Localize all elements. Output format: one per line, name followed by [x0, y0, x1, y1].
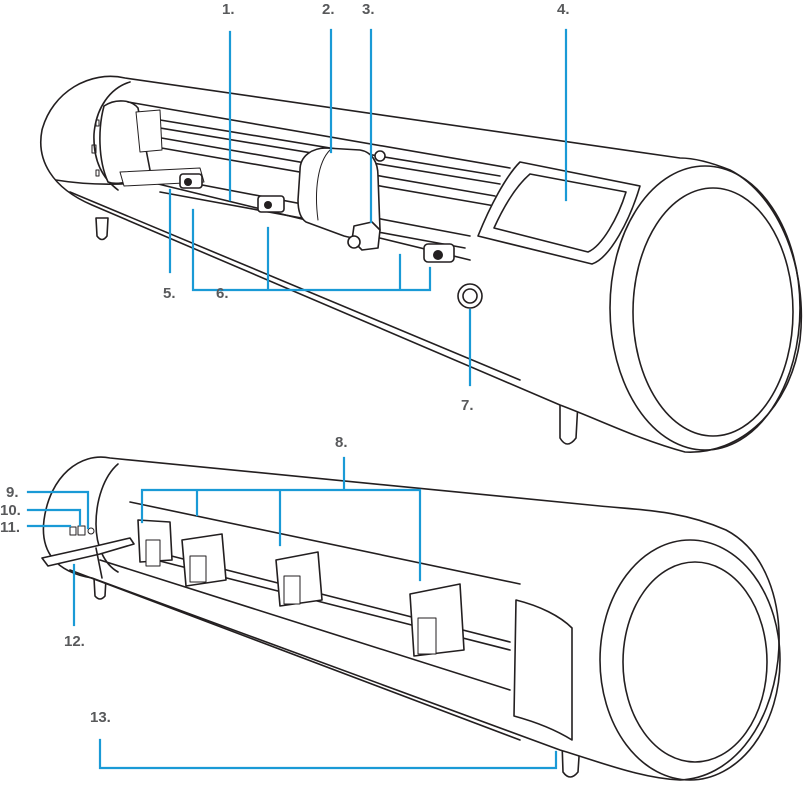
label-9: 9. — [6, 484, 19, 501]
front-carriage-knob-top — [375, 151, 385, 161]
back-right-panel — [514, 600, 572, 740]
back-roller-housing-1 — [138, 520, 172, 566]
label-12: 12. — [64, 633, 85, 650]
front-left-foot — [96, 218, 108, 240]
label-3: 3. — [362, 1, 375, 18]
front-view-machine — [41, 76, 802, 452]
callout-line-13 — [100, 740, 556, 768]
front-power-button — [463, 289, 477, 303]
label-8: 8. — [335, 434, 348, 451]
label-6: 6. — [216, 285, 229, 302]
back-roller-housing-3 — [276, 552, 322, 606]
front-pinch-roller-2 — [258, 196, 284, 212]
front-carriage-knob — [348, 236, 360, 248]
label-1: 1. — [222, 1, 235, 18]
label-13: 13. — [90, 709, 111, 726]
label-2: 2. — [322, 1, 335, 18]
label-10: 10. — [0, 502, 21, 519]
label-11: 11. — [0, 519, 20, 536]
back-roller-housing-2 — [182, 534, 226, 586]
front-left-bracket — [136, 110, 162, 152]
label-7: 7. — [461, 397, 474, 414]
back-roller-housing-4 — [410, 584, 464, 656]
front-pinch-roller-1 — [180, 174, 202, 188]
back-view-machine — [42, 457, 780, 780]
front-pinch-roller-3 — [424, 244, 454, 262]
label-4: 4. — [557, 1, 570, 18]
label-5: 5. — [163, 285, 176, 302]
